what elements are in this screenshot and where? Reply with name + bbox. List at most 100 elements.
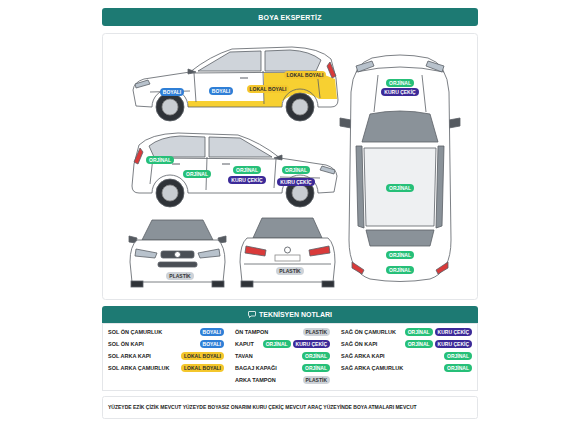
badge-text: ORJİNAL — [447, 353, 469, 359]
grille — [161, 251, 194, 258]
badge-text: KURU ÇEKİÇ — [438, 341, 469, 347]
part-label: SAĞ ÖN KAPI — [341, 341, 377, 348]
tyre — [241, 281, 253, 287]
local-paint-area — [188, 101, 282, 107]
part-label: ARKA TAMPON — [235, 377, 276, 384]
status-badge: LOKAL BOYALI — [181, 364, 224, 372]
badge-text: ORJİNAL — [236, 167, 258, 173]
status-badge: KURU ÇEKİÇ — [293, 340, 330, 348]
badge-text: LOKAL BOYALI — [184, 353, 221, 359]
status-badge: ORJİNAL — [405, 340, 433, 348]
chat-icon — [248, 311, 256, 318]
status-badge: BOYALI — [200, 340, 224, 348]
rear-window — [366, 230, 434, 246]
status-badge: LOKAL BOYALI — [181, 352, 224, 360]
section-band: TEKNİSYEN NOTLARI — [102, 306, 478, 323]
status-badge: KURU ÇEKİÇ — [277, 178, 314, 186]
status-badge: ORJİNAL — [386, 266, 414, 274]
status-badge: KURU ÇEKİÇ — [381, 88, 418, 96]
car-outline — [130, 240, 225, 282]
title-band — [102, 8, 478, 26]
status-badge: BOYALI — [209, 87, 233, 95]
badge-text: TEKNİSYEN NOTLARI — [259, 311, 332, 318]
status-badge: ORJİNAL — [386, 79, 414, 87]
badge-text: ORJİNAL — [447, 365, 469, 371]
taillight — [352, 262, 448, 274]
notes-panel — [103, 324, 478, 391]
badge-text: ORJİNAL — [149, 157, 171, 163]
status-badge: PLASTİK — [276, 267, 303, 275]
part-label: BAGAJ KAPAĞI — [235, 365, 277, 372]
part-label: SAĞ ÖN ÇAMURLUK — [341, 329, 396, 336]
part-label: SOL ARKA ÇAMURLUK — [108, 365, 170, 372]
part-label: ÖN TAMPON — [235, 329, 268, 336]
part-label: SOL ÖN KAPI — [108, 341, 144, 348]
badge-text: ORJİNAL — [389, 267, 411, 273]
title-text: BOYA EKSPERTİZ — [102, 8, 478, 26]
status-badge: ORJİNAL — [302, 364, 330, 372]
part-label: SOL ÖN ÇAMURLUK — [108, 329, 162, 336]
badge-text: ORJİNAL — [305, 353, 327, 359]
logo — [175, 252, 181, 258]
note-text: YÜZEYDE EZİK ÇİZİK MEVCUT YÜZEYDE BOYASI… — [108, 404, 472, 410]
car-outline — [349, 55, 451, 282]
part-label: TAVAN — [235, 353, 253, 360]
front-view-car — [129, 220, 226, 287]
status-badge: ORJİNAL — [405, 328, 433, 336]
status-badge: LOKAL BOYALI — [247, 85, 290, 93]
windshield — [142, 220, 213, 240]
rear-window — [253, 218, 322, 238]
badge-text: PLASTİK — [169, 273, 190, 279]
chat-icon-shape — [248, 312, 255, 318]
status-badge: KURU ÇEKİÇ — [435, 328, 472, 336]
status-badge: PLASTİK — [166, 272, 193, 280]
bumper-line — [244, 264, 331, 265]
rear-view-car — [240, 218, 335, 287]
status-badge: BOYALI — [200, 328, 224, 336]
car-lines — [133, 47, 338, 121]
remark-panel — [103, 397, 478, 419]
drawing-panel — [103, 34, 478, 300]
badge-text: KURU ÇEKİÇ — [296, 341, 327, 347]
badge-text: ORJİNAL — [186, 171, 208, 177]
badge-text: BOYALI — [212, 88, 230, 94]
car-outline — [240, 238, 335, 282]
badge-text: ORJİNAL — [389, 252, 411, 258]
status-badge: ORJİNAL — [233, 166, 261, 174]
badge-text: KURU ÇEKİÇ — [438, 329, 469, 335]
left-side-car — [133, 47, 338, 121]
badge-text: KURU ÇEKİÇ — [280, 179, 311, 185]
status-badge: ORJİNAL — [183, 170, 211, 178]
badge-text: LOKAL BOYALI — [184, 365, 221, 371]
tyre — [322, 281, 334, 287]
car-lines — [132, 133, 337, 207]
status-badge: PLASTİK — [303, 376, 330, 384]
status-badge: ORJİNAL — [282, 166, 310, 174]
badge-text: ORJİNAL — [408, 329, 430, 335]
badge-text: LOKAL BOYALI — [287, 72, 324, 78]
top-view-car — [340, 55, 460, 282]
status-badge: LOKAL BOYALI — [284, 71, 327, 79]
badge-text: PLASTİK — [279, 268, 300, 274]
badge-text: LOKAL BOYALI — [250, 86, 287, 92]
status-badge: ORJİNAL — [386, 184, 414, 192]
right-side-car — [132, 133, 337, 207]
logo — [285, 247, 291, 253]
badge-text: BOYALI — [163, 89, 181, 95]
badge-text: ORJİNAL — [285, 167, 307, 173]
badge-text: BOYALI — [203, 341, 221, 347]
status-badge: ORJİNAL — [444, 364, 472, 372]
status-badge: BOYALI — [160, 88, 184, 96]
headlight — [356, 61, 444, 72]
part-label: SOL ARKA KAPI — [108, 353, 151, 360]
badge-text: ORJİNAL — [389, 80, 411, 86]
tyre — [131, 281, 143, 287]
badge-text: PLASTİK — [306, 329, 327, 335]
status-badge: ORJİNAL — [386, 251, 414, 259]
status-badge: PLASTİK — [303, 328, 330, 336]
headlight — [135, 249, 220, 258]
status-badge: ORJİNAL — [263, 340, 291, 348]
plate — [275, 255, 300, 261]
